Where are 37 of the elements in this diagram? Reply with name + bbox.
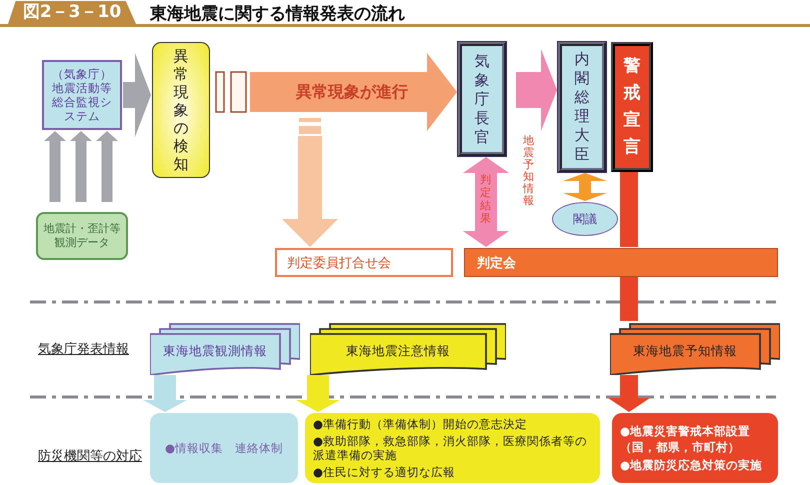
- title: 東海地震に関する情報発表の流れ: [150, 3, 405, 25]
- arrow: [70, 131, 92, 202]
- data-box: 地震計・歪計等観測データ: [36, 212, 128, 260]
- bullet-item: ●住民に対する適切な広報: [313, 464, 456, 479]
- connector-bar: [620, 277, 638, 321]
- arrow: [250, 53, 457, 131]
- row-label: 気象庁発表情報: [38, 341, 129, 358]
- response-box: [305, 413, 600, 483]
- edge-label: 地震予知情報: [522, 134, 536, 208]
- connector-bar: [620, 172, 638, 247]
- response-box: ●情報収集 連絡体制: [150, 413, 298, 483]
- edge-label: 判定結果: [479, 172, 493, 226]
- arrow: [96, 131, 118, 202]
- arrow: [296, 375, 340, 412]
- response-box: [612, 413, 778, 483]
- arrow: [44, 131, 66, 202]
- figure-number: 図2－3－10: [8, 1, 136, 24]
- arrow: [123, 53, 151, 137]
- arrow: [143, 375, 187, 412]
- official-box: 気象庁長官: [458, 42, 506, 156]
- meeting-ellipse: 閣議: [552, 202, 618, 236]
- bullet-item: ●地震災害警戒本部設置（国，都県，市町村）: [620, 423, 752, 455]
- bullet-item: ●地震防災応急対策の実施: [620, 457, 762, 473]
- detection-box: 異常現象の検知: [152, 42, 210, 178]
- arrow: [516, 49, 557, 131]
- arrow: [563, 173, 607, 201]
- arrow: [282, 136, 338, 247]
- system-box: （気象庁）地震活動等総合監視システム: [42, 60, 122, 130]
- row-label: 防災機関等の対応: [38, 448, 142, 465]
- meeting-bar: 判定会: [464, 248, 778, 277]
- arrow: [463, 157, 509, 247]
- bullet-item: ●救助部隊，救急部隊，消火部隊，医療関係者等の派遣準備の実施: [313, 434, 588, 462]
- official-box: 内閣総理大臣: [558, 42, 606, 172]
- bullet-item: ●準備行動（準備体制）開始の意志決定: [313, 417, 528, 432]
- meeting-box: 判定委員打合せ会: [275, 248, 453, 277]
- declaration-box: 警戒宣言: [611, 42, 653, 172]
- arrow: [608, 375, 650, 412]
